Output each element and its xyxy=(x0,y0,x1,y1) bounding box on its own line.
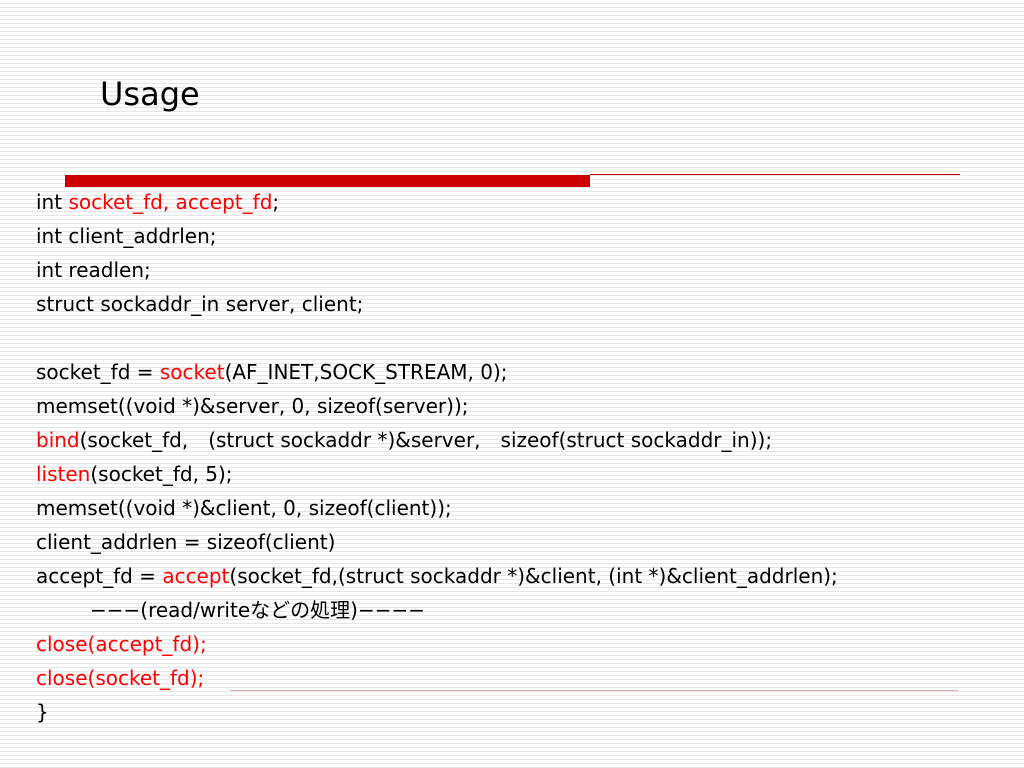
code-line: close(socket_fd); xyxy=(36,661,1006,695)
code-line: close(accept_fd); xyxy=(36,627,1006,661)
code-text: memset((void *)&server, 0, sizeof(server… xyxy=(36,394,469,418)
code-line: memset((void *)&server, 0, sizeof(server… xyxy=(36,389,1006,423)
code-line: memset((void *)&client, 0, sizeof(client… xyxy=(36,491,1006,525)
code-keyword-highlight: listen xyxy=(36,462,91,486)
code-line: } xyxy=(36,695,1006,729)
code-text: −−−(read/writeなどの処理)−−−− xyxy=(90,598,425,622)
code-text: int client_addrlen; xyxy=(36,224,217,248)
code-text: socket_fd = xyxy=(36,360,160,384)
code-keyword-highlight: bind xyxy=(36,428,80,452)
code-line: int readlen; xyxy=(36,253,1006,287)
title-underline-thin-rule xyxy=(590,174,960,175)
code-text: (socket_fd, 5); xyxy=(90,462,233,486)
code-line: listen(socket_fd, 5); xyxy=(36,457,1006,491)
code-text: (socket_fd,(struct sockaddr *)&client, (… xyxy=(229,564,838,588)
code-text: memset((void *)&client, 0, sizeof(client… xyxy=(36,496,452,520)
code-keyword-highlight: socket xyxy=(159,360,225,384)
code-line: client_addrlen = sizeof(client) xyxy=(36,525,1006,559)
code-line: int client_addrlen; xyxy=(36,219,1006,253)
code-text: client_addrlen = sizeof(client) xyxy=(36,530,336,554)
code-text: accept_fd = xyxy=(36,564,163,588)
code-keyword-highlight: close(socket_fd); xyxy=(36,666,205,690)
code-text: ; xyxy=(272,190,280,214)
code-block: int socket_fd, accept_fd;int client_addr… xyxy=(36,185,1006,729)
code-line: −−−(read/writeなどの処理)−−−− xyxy=(36,593,1006,627)
code-line: int socket_fd, accept_fd; xyxy=(36,185,1006,219)
code-line: bind(socket_fd, (struct sockaddr *)&serv… xyxy=(36,423,1006,457)
code-text: struct sockaddr_in server, client; xyxy=(36,292,364,316)
code-text: int xyxy=(36,190,69,214)
code-text: (socket_fd, (struct sockaddr *)&server, … xyxy=(79,428,773,452)
code-line xyxy=(36,321,1006,355)
bottom-thin-rule xyxy=(230,690,958,691)
slide-title: Usage xyxy=(100,75,200,113)
title-underline-bar xyxy=(65,175,590,187)
code-text: (AF_INET,SOCK_STREAM, 0); xyxy=(224,360,508,384)
code-text: int readlen; xyxy=(36,258,151,282)
code-line: struct sockaddr_in server, client; xyxy=(36,287,1006,321)
code-line: accept_fd = accept(socket_fd,(struct soc… xyxy=(36,559,1006,593)
code-keyword-highlight: close(accept_fd); xyxy=(36,632,207,656)
code-keyword-highlight: socket_fd, accept_fd xyxy=(68,190,273,214)
code-text: } xyxy=(36,700,49,724)
code-keyword-highlight: accept xyxy=(162,564,230,588)
code-line: socket_fd = socket(AF_INET,SOCK_STREAM, … xyxy=(36,355,1006,389)
